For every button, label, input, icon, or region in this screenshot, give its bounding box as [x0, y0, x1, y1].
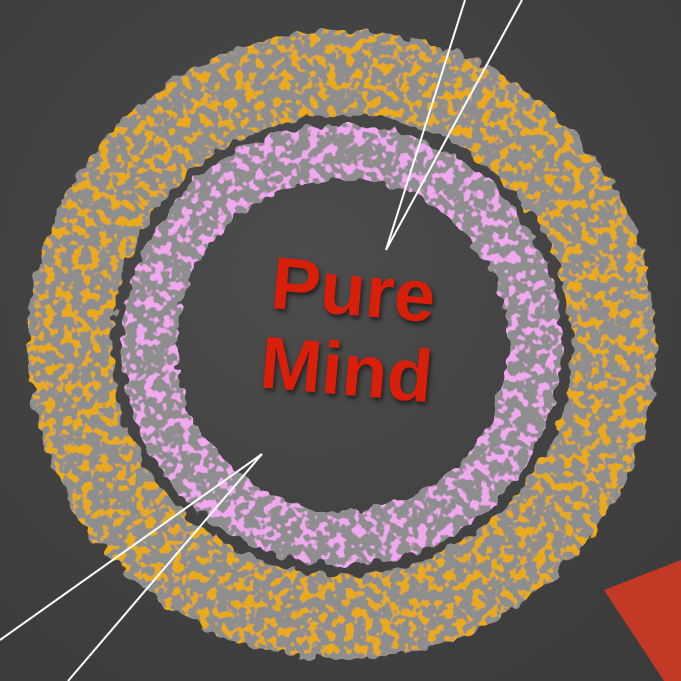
corner-triangle [604, 560, 681, 681]
